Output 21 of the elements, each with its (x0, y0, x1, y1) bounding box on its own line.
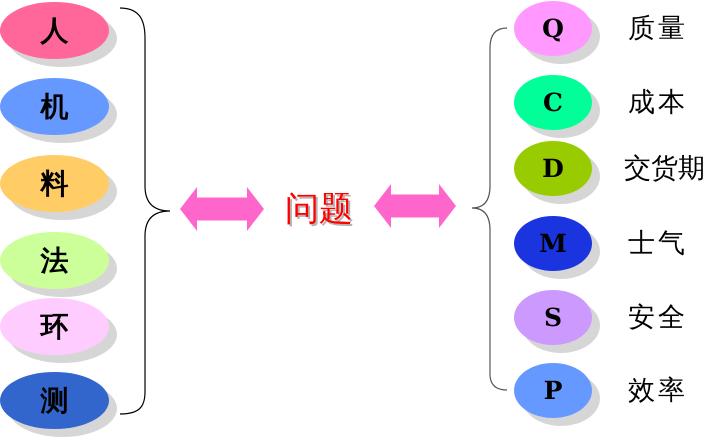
ellipse-node: 法 (0, 232, 109, 289)
beside-label: 效率 (628, 376, 688, 406)
beside-label: 安全 (628, 302, 688, 332)
beside-label: 质量 (628, 14, 688, 44)
center-label: 问题 (264, 186, 374, 232)
ellipse-node: C (514, 75, 592, 130)
ellipse-node: S (514, 290, 592, 345)
beside-label: 士气 (628, 228, 688, 258)
ellipse-node: P (514, 363, 592, 418)
ellipse-node: M (514, 216, 592, 271)
ellipse-node: 环 (0, 298, 109, 355)
ellipse-node: Q (514, 1, 592, 56)
beside-label: 成本 (628, 88, 688, 118)
double-arrow (374, 184, 456, 228)
ellipse-node: 测 (0, 372, 109, 429)
ellipse-node: D (514, 141, 592, 196)
ellipse-node: 料 (0, 155, 109, 212)
double-arrow (180, 187, 264, 231)
ellipse-node: 人 (0, 2, 109, 59)
ellipse-node: 机 (0, 78, 109, 135)
beside-label: 交货期 (624, 154, 705, 184)
